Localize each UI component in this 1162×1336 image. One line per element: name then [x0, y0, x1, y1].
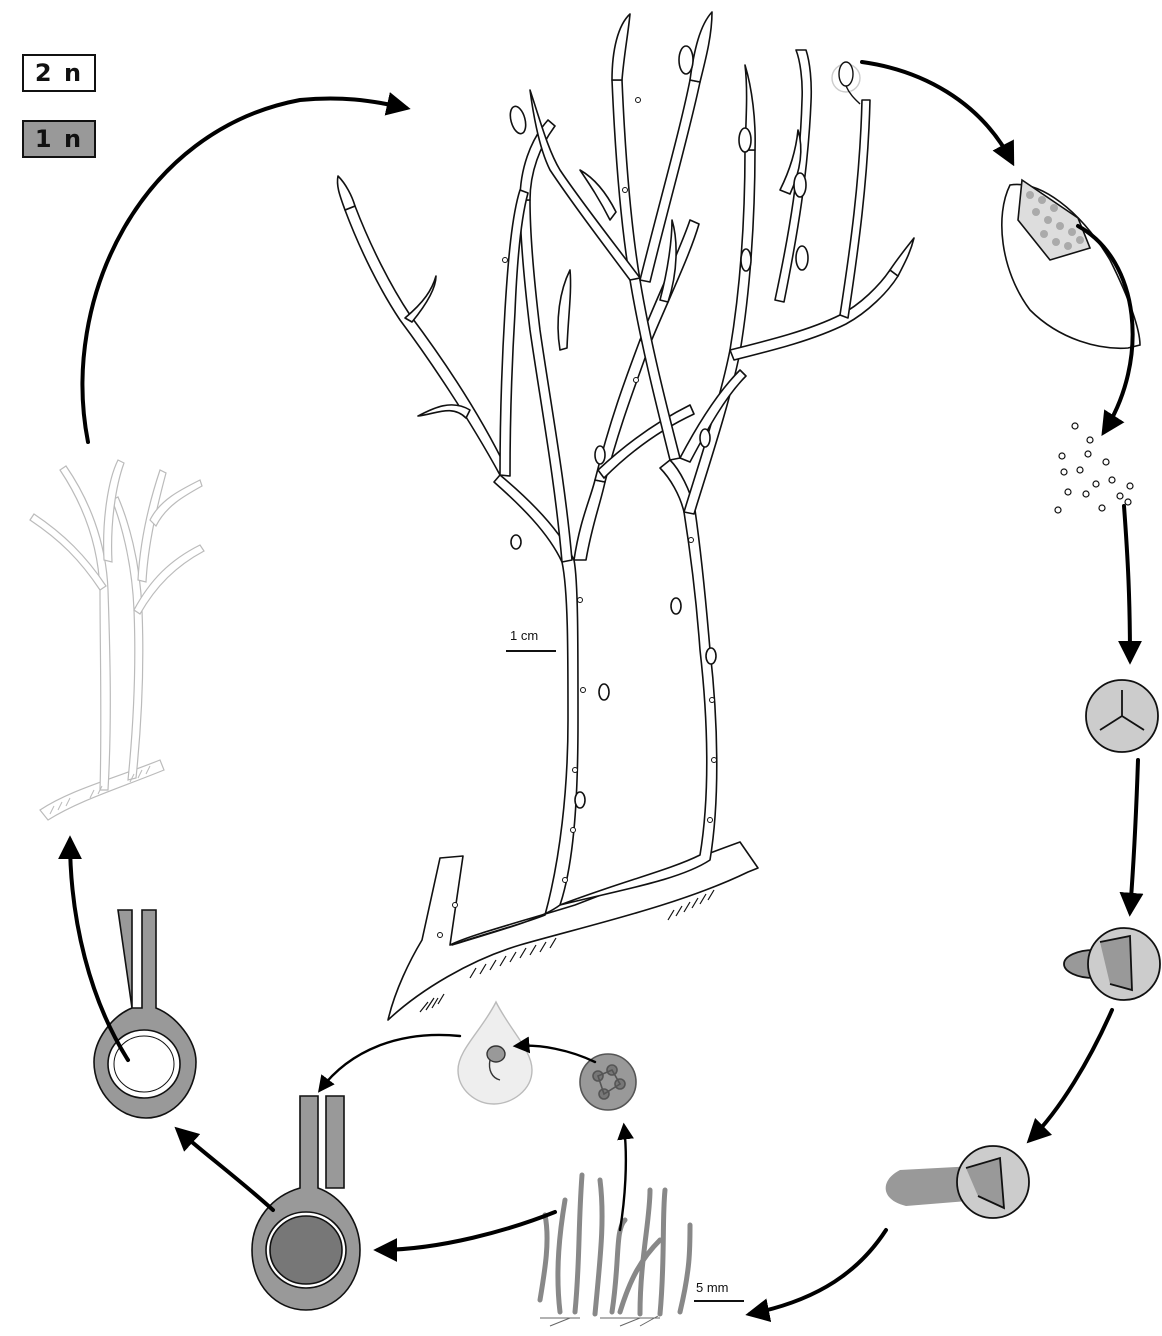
gamete-spore	[580, 1054, 636, 1110]
water-droplet	[458, 1002, 532, 1104]
archegonium	[252, 1096, 360, 1310]
trilete-spore	[1086, 680, 1158, 752]
germinating-spore-1	[1064, 928, 1160, 1000]
fertilized-archegonium	[94, 910, 196, 1118]
sporangium-tip	[832, 62, 860, 104]
sporophyte-plant	[337, 12, 914, 1020]
spores	[1055, 423, 1133, 513]
plant-dots	[438, 98, 717, 938]
sporangium-detail	[1002, 180, 1140, 348]
gametophyte-base	[540, 1316, 660, 1326]
young-sporophyte	[30, 460, 204, 820]
gametophytes	[540, 1175, 690, 1314]
germinating-spore-2	[886, 1146, 1029, 1218]
rhizome	[388, 842, 758, 1020]
